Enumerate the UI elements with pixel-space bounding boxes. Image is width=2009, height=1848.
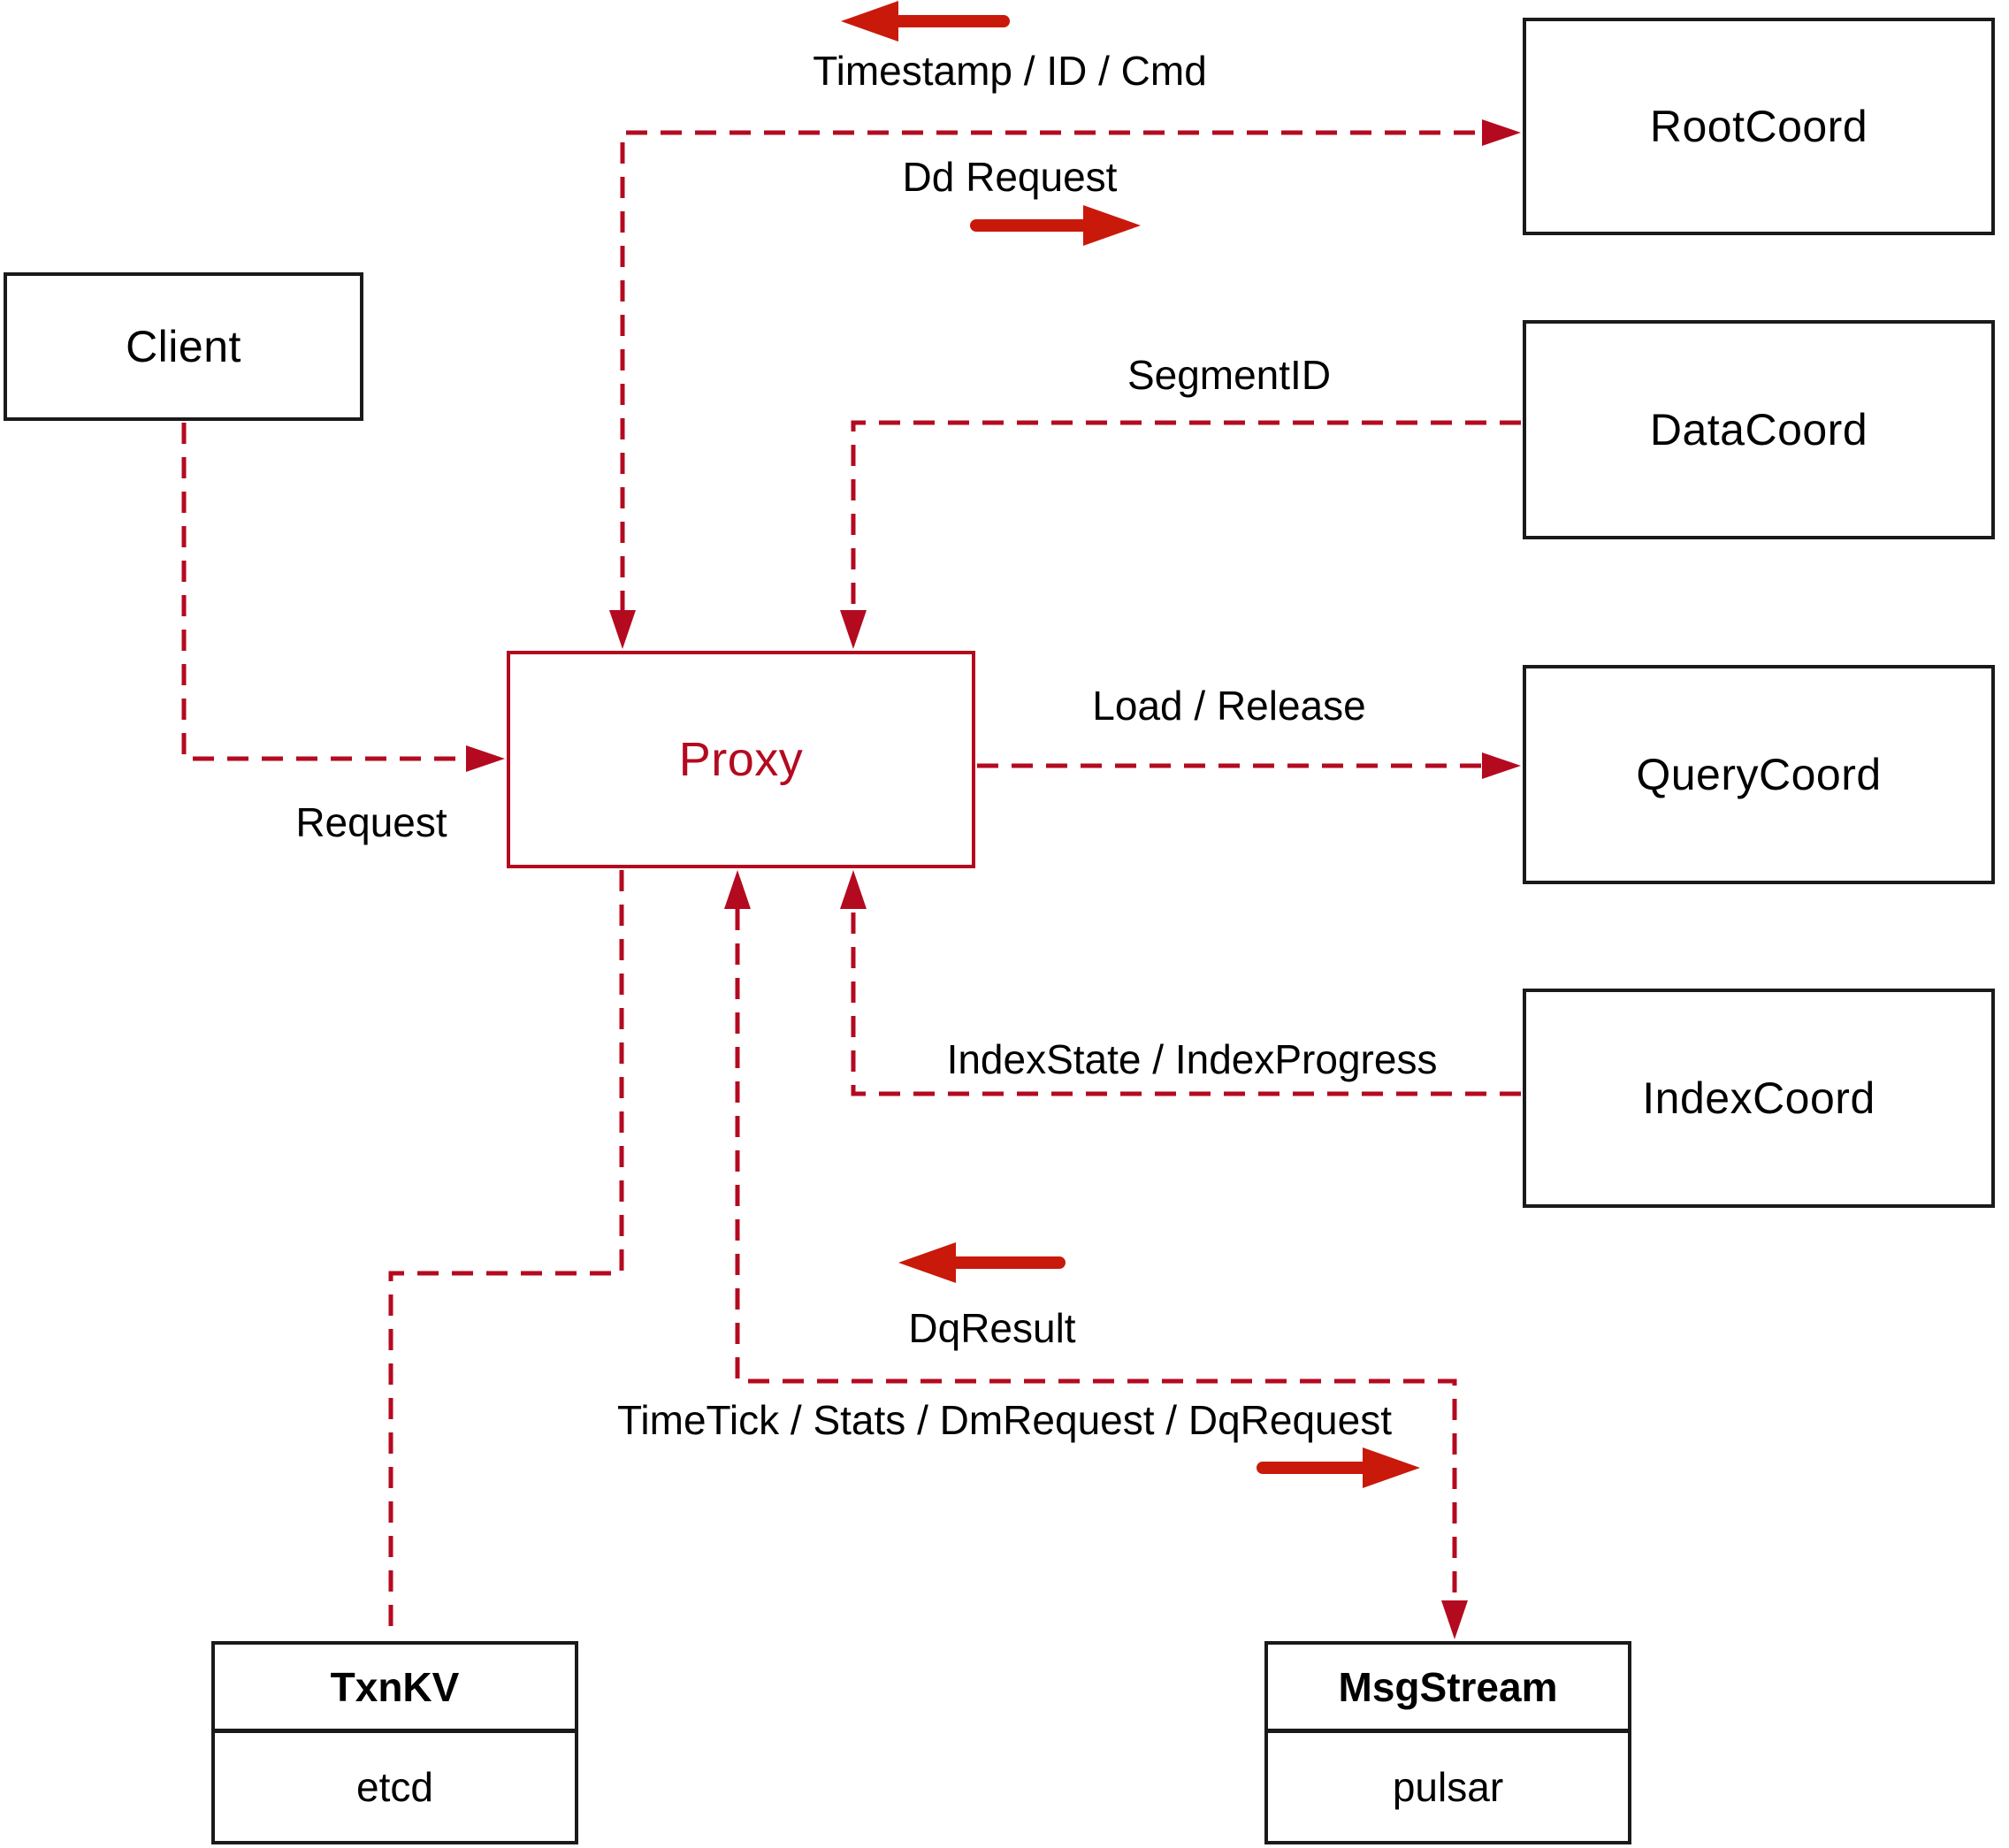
node-querycoord: QueryCoord <box>1523 665 1995 884</box>
arrowhead-into-proxy-bottom-right <box>840 870 867 909</box>
arrowhead-into-proxy-top-left <box>609 610 636 649</box>
edge-label-dd-request: Dd Request <box>902 154 1118 200</box>
arrowhead-into-querycoord <box>1482 752 1521 779</box>
wire-proxy-txnkv <box>388 870 624 1639</box>
node-querycoord-label: QueryCoord <box>1636 750 1882 799</box>
node-indexcoord: IndexCoord <box>1523 989 1995 1208</box>
edge-label-time-tick: TimeTick / Stats / DmRequest / DqRequest <box>617 1397 1392 1443</box>
edge-label-index-state: IndexState / IndexProgress <box>946 1036 1438 1082</box>
node-client-label: Client <box>126 322 241 371</box>
node-proxy: Proxy <box>507 651 975 868</box>
solid-arrow-timestamp-head <box>841 1 898 42</box>
node-rootcoord-label: RootCoord <box>1649 102 1868 151</box>
node-datacoord: DataCoord <box>1523 320 1995 539</box>
wire-client-proxy <box>181 423 466 761</box>
edge-label-load-release: Load / Release <box>1092 683 1366 729</box>
solid-arrow-dqresult-head <box>898 1242 956 1283</box>
arrowhead-into-proxy-left <box>466 745 505 772</box>
solid-arrow-ddrequest-head <box>1083 205 1141 246</box>
node-client: Client <box>4 272 363 421</box>
wire-indexcoord-proxy <box>851 909 1521 1096</box>
edge-label-dq-result: DqResult <box>908 1305 1076 1351</box>
arrowhead-into-proxy-bottom-left <box>724 870 751 909</box>
wire-proxy-msgstream <box>735 909 1457 1600</box>
edge-label-segment-id: SegmentID <box>1127 352 1332 398</box>
node-txnkv-title: TxnKV <box>215 1645 575 1733</box>
node-msgstream: MsgStream pulsar <box>1264 1641 1631 1844</box>
node-datacoord-label: DataCoord <box>1649 405 1868 454</box>
edge-label-timestamp-id-cmd: Timestamp / ID / Cmd <box>813 48 1207 94</box>
arrowhead-into-rootcoord <box>1482 119 1521 146</box>
node-msgstream-impl: pulsar <box>1392 1764 1504 1810</box>
wire-proxy-rootcoord <box>620 130 1482 612</box>
edge-label-request: Request <box>295 799 447 845</box>
node-txnkv-impl: etcd <box>356 1764 433 1810</box>
arrowhead-into-proxy-top-right <box>840 610 867 649</box>
node-proxy-label: Proxy <box>678 733 804 786</box>
node-msgstream-title: MsgStream <box>1268 1645 1628 1733</box>
node-txnkv: TxnKV etcd <box>211 1641 578 1844</box>
node-indexcoord-label: IndexCoord <box>1642 1073 1875 1123</box>
wire-datacoord-proxy <box>851 420 1521 612</box>
arrowhead-into-msgstream <box>1441 1600 1468 1639</box>
node-rootcoord: RootCoord <box>1523 18 1995 235</box>
solid-arrow-timetick-head <box>1363 1447 1420 1488</box>
